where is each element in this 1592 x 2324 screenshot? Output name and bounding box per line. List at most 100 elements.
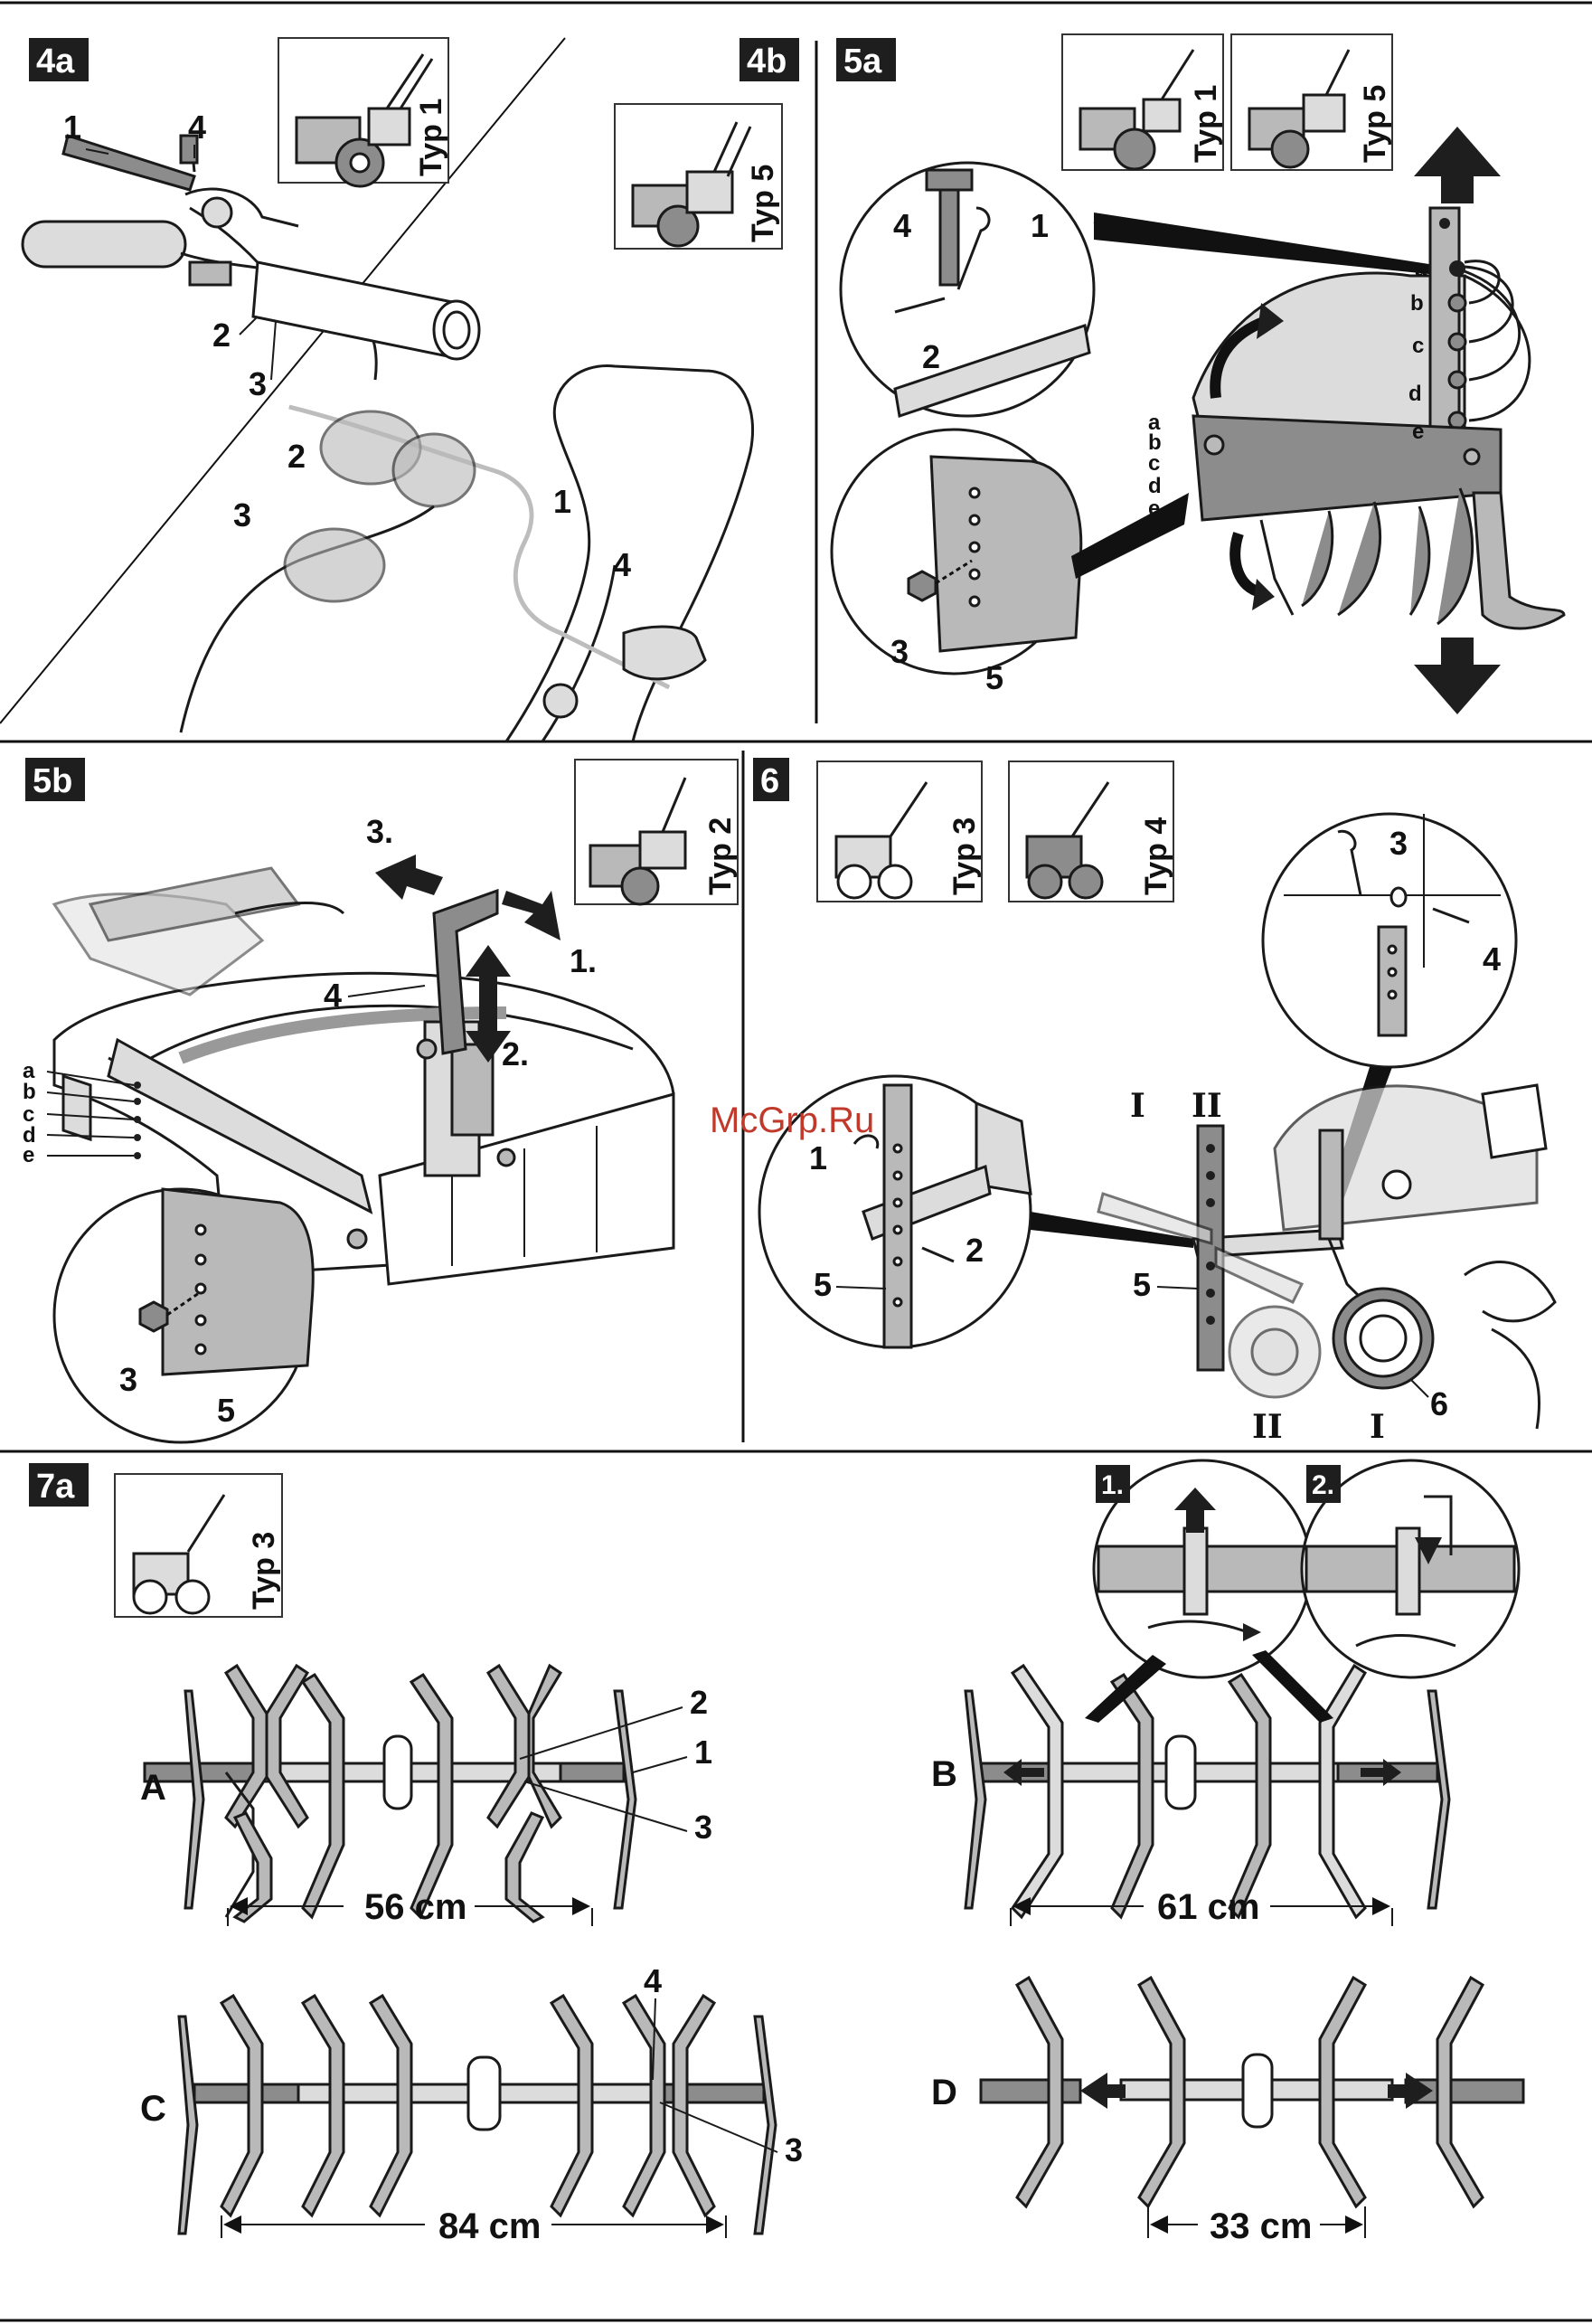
svg-text:6: 6	[760, 762, 779, 800]
callout-5b-6: 5	[1133, 1266, 1151, 1303]
svg-text:7a: 7a	[36, 1468, 75, 1506]
typ4-thumbnail: Typ 4	[1009, 761, 1173, 902]
panel-5b: 5b Typ 2	[23, 758, 738, 1442]
svg-text:I: I	[1370, 1408, 1385, 1446]
svg-text:e: e	[1412, 420, 1424, 444]
callout-6-6: 6	[1430, 1385, 1448, 1422]
row-label-A: A	[140, 1768, 166, 1808]
typ1-thumbnail: Typ 1	[278, 38, 448, 186]
svg-text:a: a	[1415, 257, 1427, 281]
callout-A-1: 1	[694, 1734, 712, 1771]
pin-detail-circle	[841, 163, 1094, 416]
callout-A-2: 2	[690, 1684, 708, 1721]
callout-4-6: 4	[1483, 940, 1501, 978]
width-B: 61 cm	[1157, 1887, 1259, 1927]
hole-labels-left: a b c d e	[1148, 411, 1162, 521]
callout-C-4: 4	[644, 1962, 662, 1999]
callout-C-3: 3	[785, 2131, 803, 2168]
badge-7a: 7a	[29, 1463, 89, 1507]
callout-3-5b: 3	[119, 1361, 137, 1398]
tine-set-C	[179, 1996, 776, 2234]
callout-4-5a: 4	[893, 207, 911, 244]
callout-A-3: 3	[694, 1809, 712, 1846]
callout-4: 4	[188, 109, 206, 146]
row-label-D: D	[931, 2073, 957, 2112]
plate-detail-circle-5b	[54, 1189, 313, 1442]
typ5-thumbnail-5a: Typ 5	[1231, 34, 1392, 170]
callout-1-6: 1	[809, 1139, 827, 1176]
detail-circle-B1: 1.	[1094, 1460, 1311, 1677]
svg-text:Typ 1: Typ 1	[414, 99, 448, 176]
callout-1b: 1	[553, 483, 571, 520]
wheel-mount-assembly	[1098, 1085, 1555, 1429]
callout-2-5a: 2	[922, 338, 940, 375]
width-A: 56 cm	[364, 1887, 466, 1927]
callout-3b: 3	[233, 496, 251, 534]
callout-5-5a: 5	[985, 659, 1003, 696]
svg-text:e: e	[1148, 496, 1160, 521]
svg-text:I: I	[1130, 1087, 1145, 1125]
panel-6: 6 Typ 3 Typ 4	[710, 758, 1555, 1446]
svg-text:5b: 5b	[33, 762, 72, 800]
detail-circle-B2: 2.	[1302, 1460, 1519, 1677]
callout-2: 2	[212, 316, 231, 354]
svg-text:c: c	[1148, 451, 1160, 476]
panel-7a: 7a Typ 3	[29, 1460, 1523, 2246]
width-D: 33 cm	[1210, 2206, 1312, 2246]
typ3-thumbnail-7a: Typ 3	[115, 1474, 282, 1617]
callout-1: 1	[63, 109, 81, 146]
watermark: McGrp.Ru	[710, 1101, 874, 1140]
badge-4a: 4a	[29, 38, 89, 81]
step-B-2: 2.	[1312, 1470, 1334, 1500]
step-1: 1.	[570, 942, 597, 979]
badge-6: 6	[753, 758, 789, 801]
callout-2b: 2	[287, 438, 306, 475]
typ5-thumbnail: Typ 5	[615, 104, 782, 249]
callout-1-5a: 1	[1031, 207, 1049, 244]
svg-text:c: c	[1412, 334, 1424, 358]
callout-5-5b: 5	[217, 1392, 235, 1429]
svg-text:d: d	[1148, 474, 1162, 498]
step-B-1: 1.	[1101, 1470, 1124, 1500]
step-3: 3.	[366, 813, 393, 850]
tine-set-D	[981, 1978, 1523, 2206]
callout-3: 3	[249, 365, 267, 402]
plate-detail-circle	[832, 430, 1081, 674]
panel-4b: 4b Typ 5 2 3 1	[181, 38, 799, 742]
svg-text:Typ 5: Typ 5	[1358, 85, 1392, 163]
badge-5a: 5a	[836, 38, 896, 81]
row-label-B: B	[931, 1754, 957, 1794]
svg-text:b: b	[23, 1080, 36, 1104]
callout-4b: 4	[613, 546, 631, 583]
typ2-thumbnail: Typ 2	[575, 760, 738, 904]
typ1-thumbnail-5a: Typ 1	[1062, 34, 1223, 170]
svg-text:b: b	[1410, 291, 1424, 316]
callout-3-5a: 3	[890, 633, 909, 670]
svg-text:5a: 5a	[843, 43, 882, 80]
svg-text:Typ 3: Typ 3	[247, 1532, 281, 1610]
step-2: 2.	[502, 1035, 529, 1072]
svg-text:Typ 1: Typ 1	[1189, 85, 1223, 163]
svg-text:II: II	[1252, 1408, 1283, 1446]
svg-text:e: e	[23, 1143, 34, 1167]
svg-text:Typ 3: Typ 3	[947, 817, 982, 895]
tube	[253, 262, 479, 359]
svg-text:4a: 4a	[36, 43, 75, 80]
width-C: 84 cm	[438, 2206, 541, 2246]
callout-5a-6: 5	[814, 1266, 832, 1303]
svg-text:4b: 4b	[747, 43, 787, 80]
typ3-thumbnail: Typ 3	[817, 761, 982, 902]
svg-text:d: d	[1408, 382, 1422, 406]
panel-4a: 4a Typ 1 1	[23, 38, 479, 402]
svg-text:Typ 5: Typ 5	[746, 165, 780, 242]
tine-set-B	[966, 1666, 1449, 1917]
svg-text:Typ 4: Typ 4	[1139, 817, 1173, 895]
callout-4-5b: 4	[324, 977, 342, 1014]
callout-3-6: 3	[1389, 825, 1408, 862]
panel-5a: 5a Typ 1 Typ 5	[832, 34, 1564, 714]
tiller-assembly-5a	[1193, 127, 1564, 714]
svg-text:Typ 2: Typ 2	[703, 817, 738, 895]
row-label-C: C	[140, 2089, 166, 2129]
svg-text:II: II	[1192, 1087, 1222, 1125]
badge-5b: 5b	[25, 758, 85, 801]
